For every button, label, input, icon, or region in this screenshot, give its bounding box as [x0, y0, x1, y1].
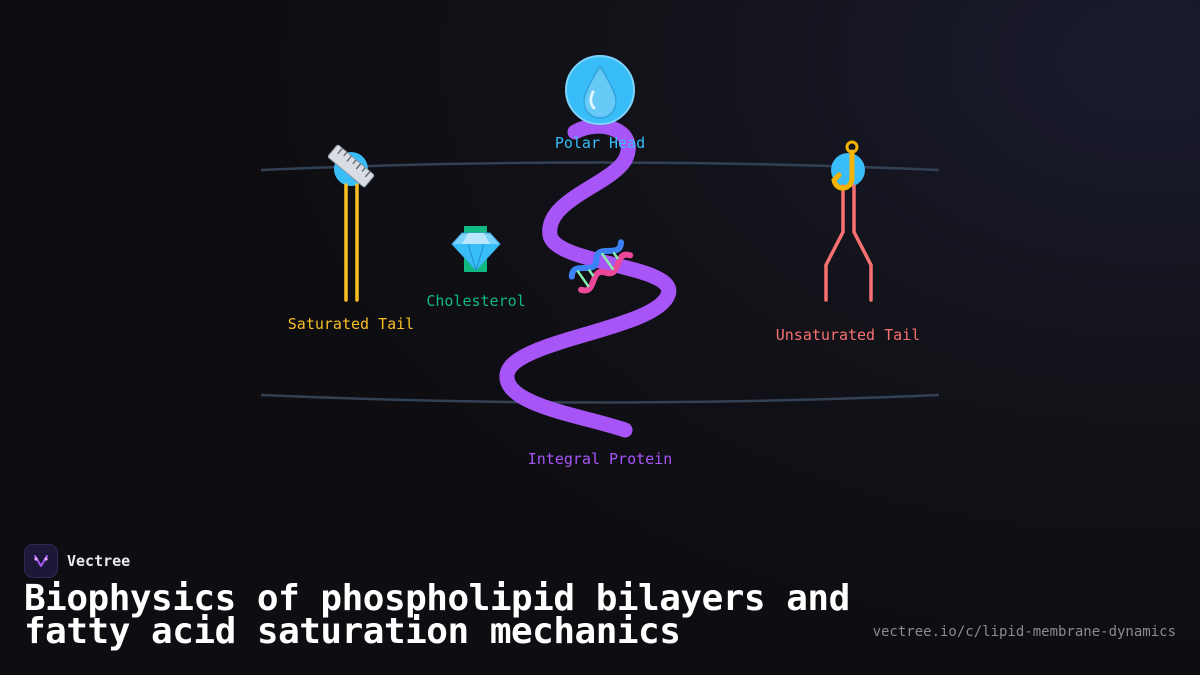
dna-icon [568, 239, 634, 294]
integral-protein-strand [499, 118, 677, 438]
membrane-diagram: Polar Head Saturated Tail Cholesterol [260, 55, 940, 468]
polar-head-label: Polar Head [555, 134, 645, 152]
page-title: Biophysics of phospholipid bilayers and … [24, 578, 850, 652]
saturated-tail-label: Saturated Tail [288, 315, 414, 333]
cholesterol-label: Cholesterol [426, 292, 525, 310]
hook-icon [831, 140, 859, 191]
brand: Vectree [24, 544, 130, 578]
unsaturated-tail-label: Unsaturated Tail [776, 326, 921, 344]
vectree-logo [24, 544, 58, 578]
ruler-icon [327, 144, 375, 188]
membrane-bottom-line [260, 393, 940, 404]
source-url: vectree.io/c/lipid-membrane-dynamics [872, 624, 1176, 640]
droplet-icon [583, 64, 617, 119]
brand-name: Vectree [67, 552, 131, 570]
integral-protein-label: Integral Protein [528, 450, 673, 468]
unsaturated-tail [824, 153, 873, 302]
gem-icon [451, 232, 501, 271]
